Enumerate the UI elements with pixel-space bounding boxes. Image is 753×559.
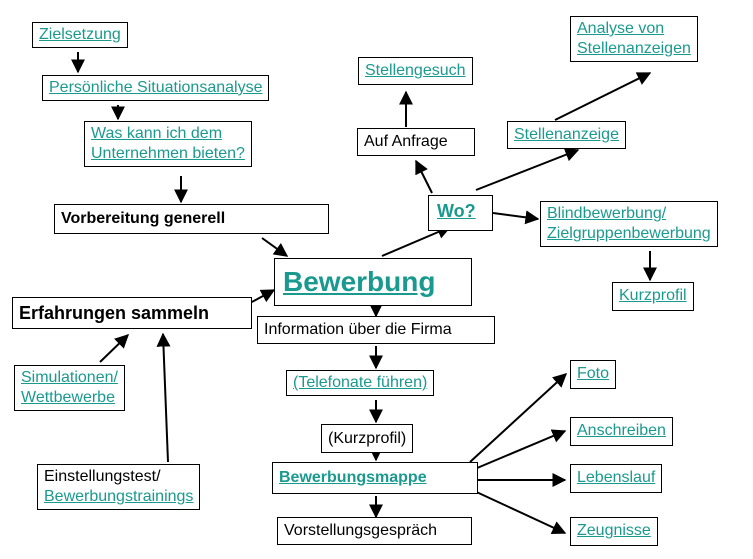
bewerbung-link[interactable]: Bewerbung [283, 266, 436, 297]
node-analyse[interactable]: Analyse von Stellenanzeigen [570, 16, 698, 62]
node-stellenanzeige[interactable]: Stellenanzeige [507, 121, 626, 149]
stellengesuch-link[interactable]: Stellengesuch [365, 62, 466, 79]
arrow-bewerbung-to-wo [381, 225, 452, 257]
node-bewerbungsmappe[interactable]: Bewerbungsmappe [272, 462, 478, 494]
arrow-vorbereitung-to-bewerbung [261, 237, 289, 257]
node-bewerbung[interactable]: Bewerbung [274, 258, 472, 306]
analyse-link-line1[interactable]: Analyse von [577, 20, 665, 37]
arrow-einstellungstest-to-erfahrungen [156, 332, 171, 463]
blindbewerbung-link-line2[interactable]: Zielgruppenbewerbung [547, 225, 711, 242]
arrow-stellenanzeige-to-analyse [554, 72, 652, 121]
lebenslauf-link[interactable]: Lebenslauf [577, 469, 656, 486]
situationsanalyse-link[interactable]: Persönliche Situationsanalyse [49, 79, 263, 96]
zeugnisse-link[interactable]: Zeugnisse [577, 522, 651, 539]
node-kurzprofil-right[interactable]: Kurzprofil [612, 282, 694, 311]
node-auf-anfrage: Auf Anfrage [357, 128, 475, 156]
arrow-wo-to-stellenanzeige [475, 148, 580, 191]
node-anschreiben[interactable]: Anschreiben [570, 417, 673, 446]
information-label: Information über die Firma [264, 321, 452, 338]
zielsetzung-link[interactable]: Zielsetzung [39, 26, 121, 43]
node-kurzprofil-mid: (Kurzprofil) [321, 424, 414, 453]
vorbereitung-label: Vorbereitung generell [61, 210, 226, 227]
vorstellungsgespraech-label: Vorstellungsgespräch [284, 522, 437, 539]
arrow-wo-to-auf-anfrage [415, 159, 433, 194]
kurzprofil-mid-label: (Kurzprofil) [328, 430, 407, 447]
auf-anfrage-label: Auf Anfrage [364, 133, 448, 150]
bewerbungsmappe-link[interactable]: Bewerbungsmappe [279, 469, 427, 486]
arrow-simulationen-to-erfahrungen [99, 334, 130, 363]
node-situationsanalyse[interactable]: Persönliche Situationsanalyse [42, 75, 270, 101]
arrow-bewerbungsmappe-to-zeugnisse [469, 488, 567, 535]
arrow-erfahrungen-to-bewerbung [249, 289, 276, 304]
bieten-link-line2[interactable]: Unternehmen bieten? [91, 145, 245, 162]
foto-link[interactable]: Foto [577, 365, 610, 382]
blindbewerbung-link-line1[interactable]: Blindbewerbung/ [547, 205, 667, 222]
node-foto[interactable]: Foto [570, 360, 617, 389]
simulationen-link-line1[interactable]: Simulationen/ [21, 369, 118, 386]
node-vorbereitung: Vorbereitung generell [54, 204, 329, 234]
simulationen-link-line2[interactable]: Wettbewerbe [21, 389, 115, 406]
arrow-bewerbungsmappe-to-anschreiben [469, 429, 567, 472]
node-zielsetzung[interactable]: Zielsetzung [32, 22, 128, 48]
kurzprofil-right-link[interactable]: Kurzprofil [619, 287, 687, 304]
node-wo[interactable]: Wo? [428, 195, 493, 231]
node-zeugnisse[interactable]: Zeugnisse [570, 517, 658, 546]
anschreiben-link[interactable]: Anschreiben [577, 422, 666, 439]
bewerbungstrainings-link[interactable]: Bewerbungstrainings [44, 488, 194, 505]
node-blindbewerbung[interactable]: Blindbewerbung/ Zielgruppenbewerbung [540, 201, 718, 247]
einstellungstest-label: Einstellungstest/ [44, 468, 161, 485]
node-information: Information über die Firma [257, 316, 495, 344]
node-lebenslauf[interactable]: Lebenslauf [570, 464, 663, 493]
node-vorstellungsgespraech: Vorstellungsgespräch [277, 517, 472, 545]
erfahrungen-label: Erfahrungen sammeln [19, 303, 210, 323]
node-erfahrungen: Erfahrungen sammeln [12, 297, 252, 329]
wo-link[interactable]: Wo? [437, 201, 476, 221]
node-simulationen[interactable]: Simulationen/ Wettbewerbe [14, 365, 125, 411]
arrow-bewerbungsmappe-to-foto [469, 373, 568, 463]
bieten-link-line1[interactable]: Was kann ich dem [91, 125, 223, 142]
analyse-link-line2[interactable]: Stellenanzeigen [577, 40, 691, 57]
node-stellengesuch[interactable]: Stellengesuch [358, 57, 473, 85]
node-bieten[interactable]: Was kann ich dem Unternehmen bieten? [84, 121, 252, 167]
telefonate-link[interactable]: (Telefonate führen) [293, 374, 428, 391]
arrow-wo-to-blindbewerbung [492, 210, 540, 225]
node-telefonate[interactable]: (Telefonate führen) [286, 370, 435, 396]
node-einstellungstest[interactable]: Einstellungstest/ Bewerbungstrainings [37, 464, 201, 510]
stellenanzeige-link[interactable]: Stellenanzeige [514, 126, 619, 143]
